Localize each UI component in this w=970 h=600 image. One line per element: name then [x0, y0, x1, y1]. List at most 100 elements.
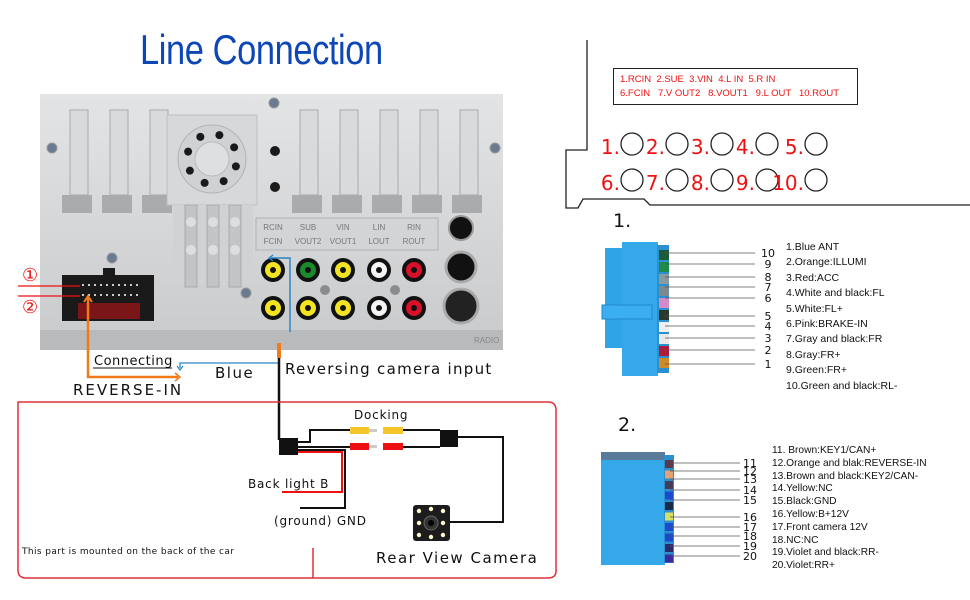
harness-marker-2: ② — [22, 297, 39, 318]
screw-icon — [46, 142, 58, 154]
screw-icon — [390, 285, 400, 295]
harness-pin — [112, 284, 114, 286]
socket-number: 2. — [646, 135, 665, 159]
connector2-wire — [665, 512, 673, 521]
connector1-pin-number: 9 — [765, 258, 772, 271]
rca-label-panel — [255, 217, 439, 251]
screw-icon — [489, 142, 501, 154]
camera-led — [416, 508, 422, 514]
heat-sink-fin — [459, 109, 479, 196]
av-socket — [804, 132, 828, 156]
fan-slot — [219, 177, 228, 186]
fan-slot — [231, 162, 240, 171]
fan-slot — [230, 143, 239, 152]
harness-pin — [136, 294, 138, 296]
connector2-pin-number: 13 — [743, 473, 757, 486]
harness-pin — [94, 294, 96, 296]
connector2-pin-description: 18.NC:NC — [772, 534, 819, 546]
camera-led — [428, 534, 434, 540]
connector2-pin-description: 17.Front camera 12V — [772, 521, 868, 533]
heat-sink-fin — [419, 109, 439, 196]
heat-sink-fin — [69, 109, 89, 196]
connecting-label: Connecting — [94, 354, 173, 369]
camera-led — [428, 506, 434, 512]
screw-icon — [268, 97, 280, 109]
rca-plug-yellow — [350, 427, 369, 434]
av-port-legend: 1.RCIN 2.SUE 3.VIN 4.L IN 5.R IN 6.FCIN … — [613, 68, 858, 105]
connector1-wire — [659, 274, 669, 284]
harness-pin — [88, 284, 90, 286]
cable-junction — [279, 438, 298, 455]
connector1-heading: 1. — [613, 210, 632, 232]
connector1-wire — [659, 358, 669, 368]
connector1-pin-number: 7 — [765, 281, 772, 294]
socket-number: 6. — [601, 171, 620, 195]
av-socket — [804, 168, 828, 192]
connector2-wire — [665, 544, 673, 552]
connector1-wire — [659, 322, 669, 332]
connector2-body — [601, 452, 665, 565]
harness-pin — [136, 284, 138, 286]
fan-slot — [215, 131, 224, 140]
fan-slot — [196, 132, 205, 141]
socket-number: 7. — [646, 171, 665, 195]
connector2-pin-number: 11 — [743, 457, 757, 470]
camera-led — [416, 520, 422, 526]
av-socket — [665, 132, 689, 156]
harness-pin — [106, 284, 108, 286]
harness-pin — [130, 284, 132, 286]
back-light-wire — [282, 451, 343, 493]
av-socket — [620, 132, 644, 156]
camera-junction — [440, 430, 458, 447]
connector1-pin-description: 1.Blue ANT — [786, 241, 840, 253]
rear-mount-box — [17, 401, 557, 579]
connector2-pin-description: 13.Brown and black:KEY2/CAN- — [772, 470, 919, 482]
socket-number: 4. — [736, 135, 755, 159]
connector1-pin-description: 10.Green and black:RL- — [786, 379, 898, 392]
connector2-pin-number: 15 — [743, 494, 757, 507]
heat-sink-fins — [62, 109, 482, 213]
harness-pin — [118, 284, 120, 286]
connector2-pin-description: 12.Orange and blak:REVERSE-IN — [772, 457, 927, 469]
rear-camera-label: Rear View Camera — [376, 549, 539, 567]
harness-pin — [130, 294, 132, 296]
rca-label-top: SUB — [300, 223, 316, 232]
connector1-wire — [659, 298, 669, 308]
chassis-ledge — [40, 330, 503, 350]
connector1-wire — [659, 262, 669, 272]
heat-sink-fin — [339, 109, 359, 196]
connector1-latch — [601, 304, 653, 320]
harness-pin — [88, 294, 90, 296]
screw-icon — [240, 287, 252, 299]
legend-row-1: 1.RCIN 2.SUE 3.VIN 4.L IN 5.R IN — [620, 74, 776, 85]
harness-pin — [82, 294, 84, 296]
harness-pin — [112, 294, 114, 296]
round-port — [444, 250, 478, 284]
antenna-port — [448, 215, 474, 241]
harness-pin — [82, 284, 84, 286]
page-title: Line Connection — [140, 26, 383, 73]
mount-hole — [270, 182, 280, 192]
blue-wire — [270, 257, 291, 332]
connector1-wire — [659, 310, 669, 320]
connector1-pin-description: 5.White:FL+ — [786, 302, 843, 315]
socket-number: 8. — [691, 171, 710, 195]
heat-sink-fin — [379, 109, 399, 196]
rca-plug-red — [350, 443, 369, 450]
av-socket — [755, 168, 779, 192]
ground-wire — [298, 449, 346, 509]
connector1-wire — [659, 334, 669, 344]
screw-icon — [106, 252, 118, 264]
av-panel-outline — [565, 40, 970, 209]
camera-led — [440, 508, 446, 514]
connector2-pin-description: 16.Yellow:B+12V — [772, 508, 849, 520]
av-socket — [710, 132, 734, 156]
camera-led — [440, 520, 446, 526]
heat-sink-fin — [299, 109, 319, 196]
connector2-wire — [665, 481, 673, 489]
connector2-pin-number: 12 — [743, 465, 757, 478]
heat-sink-fin — [109, 109, 129, 196]
connector2-pin-description: 11. Brown:KEY1/CAN+ — [772, 445, 877, 456]
connector1-pin-description: 9.Green:FR+ — [786, 364, 847, 377]
